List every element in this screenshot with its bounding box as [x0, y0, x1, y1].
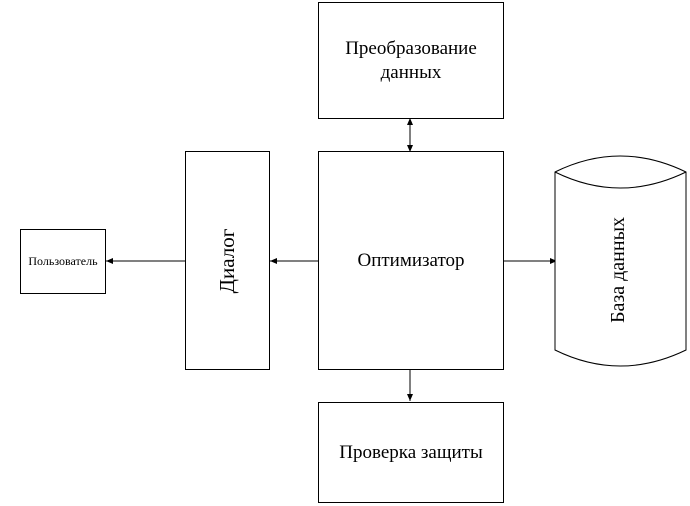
node-data-transform-label-line2: данных — [380, 61, 442, 83]
node-security-check: Проверка защиты — [318, 402, 504, 503]
node-user-label: Пользователь — [28, 254, 98, 268]
node-user: Пользователь — [20, 229, 106, 294]
node-optimizer-label: Оптимизатор — [357, 249, 465, 271]
node-data-transform: Преобразование данных — [318, 2, 504, 119]
database-cylinder — [554, 155, 687, 367]
node-data-transform-label-line1: Преобразование — [345, 37, 477, 59]
node-database-label: База данных — [607, 216, 629, 324]
node-security-check-label: Проверка защиты — [339, 441, 483, 463]
node-optimizer: Оптимизатор — [318, 151, 504, 370]
node-dialog — [185, 151, 270, 370]
node-dialog-label: Диалог — [215, 228, 239, 294]
